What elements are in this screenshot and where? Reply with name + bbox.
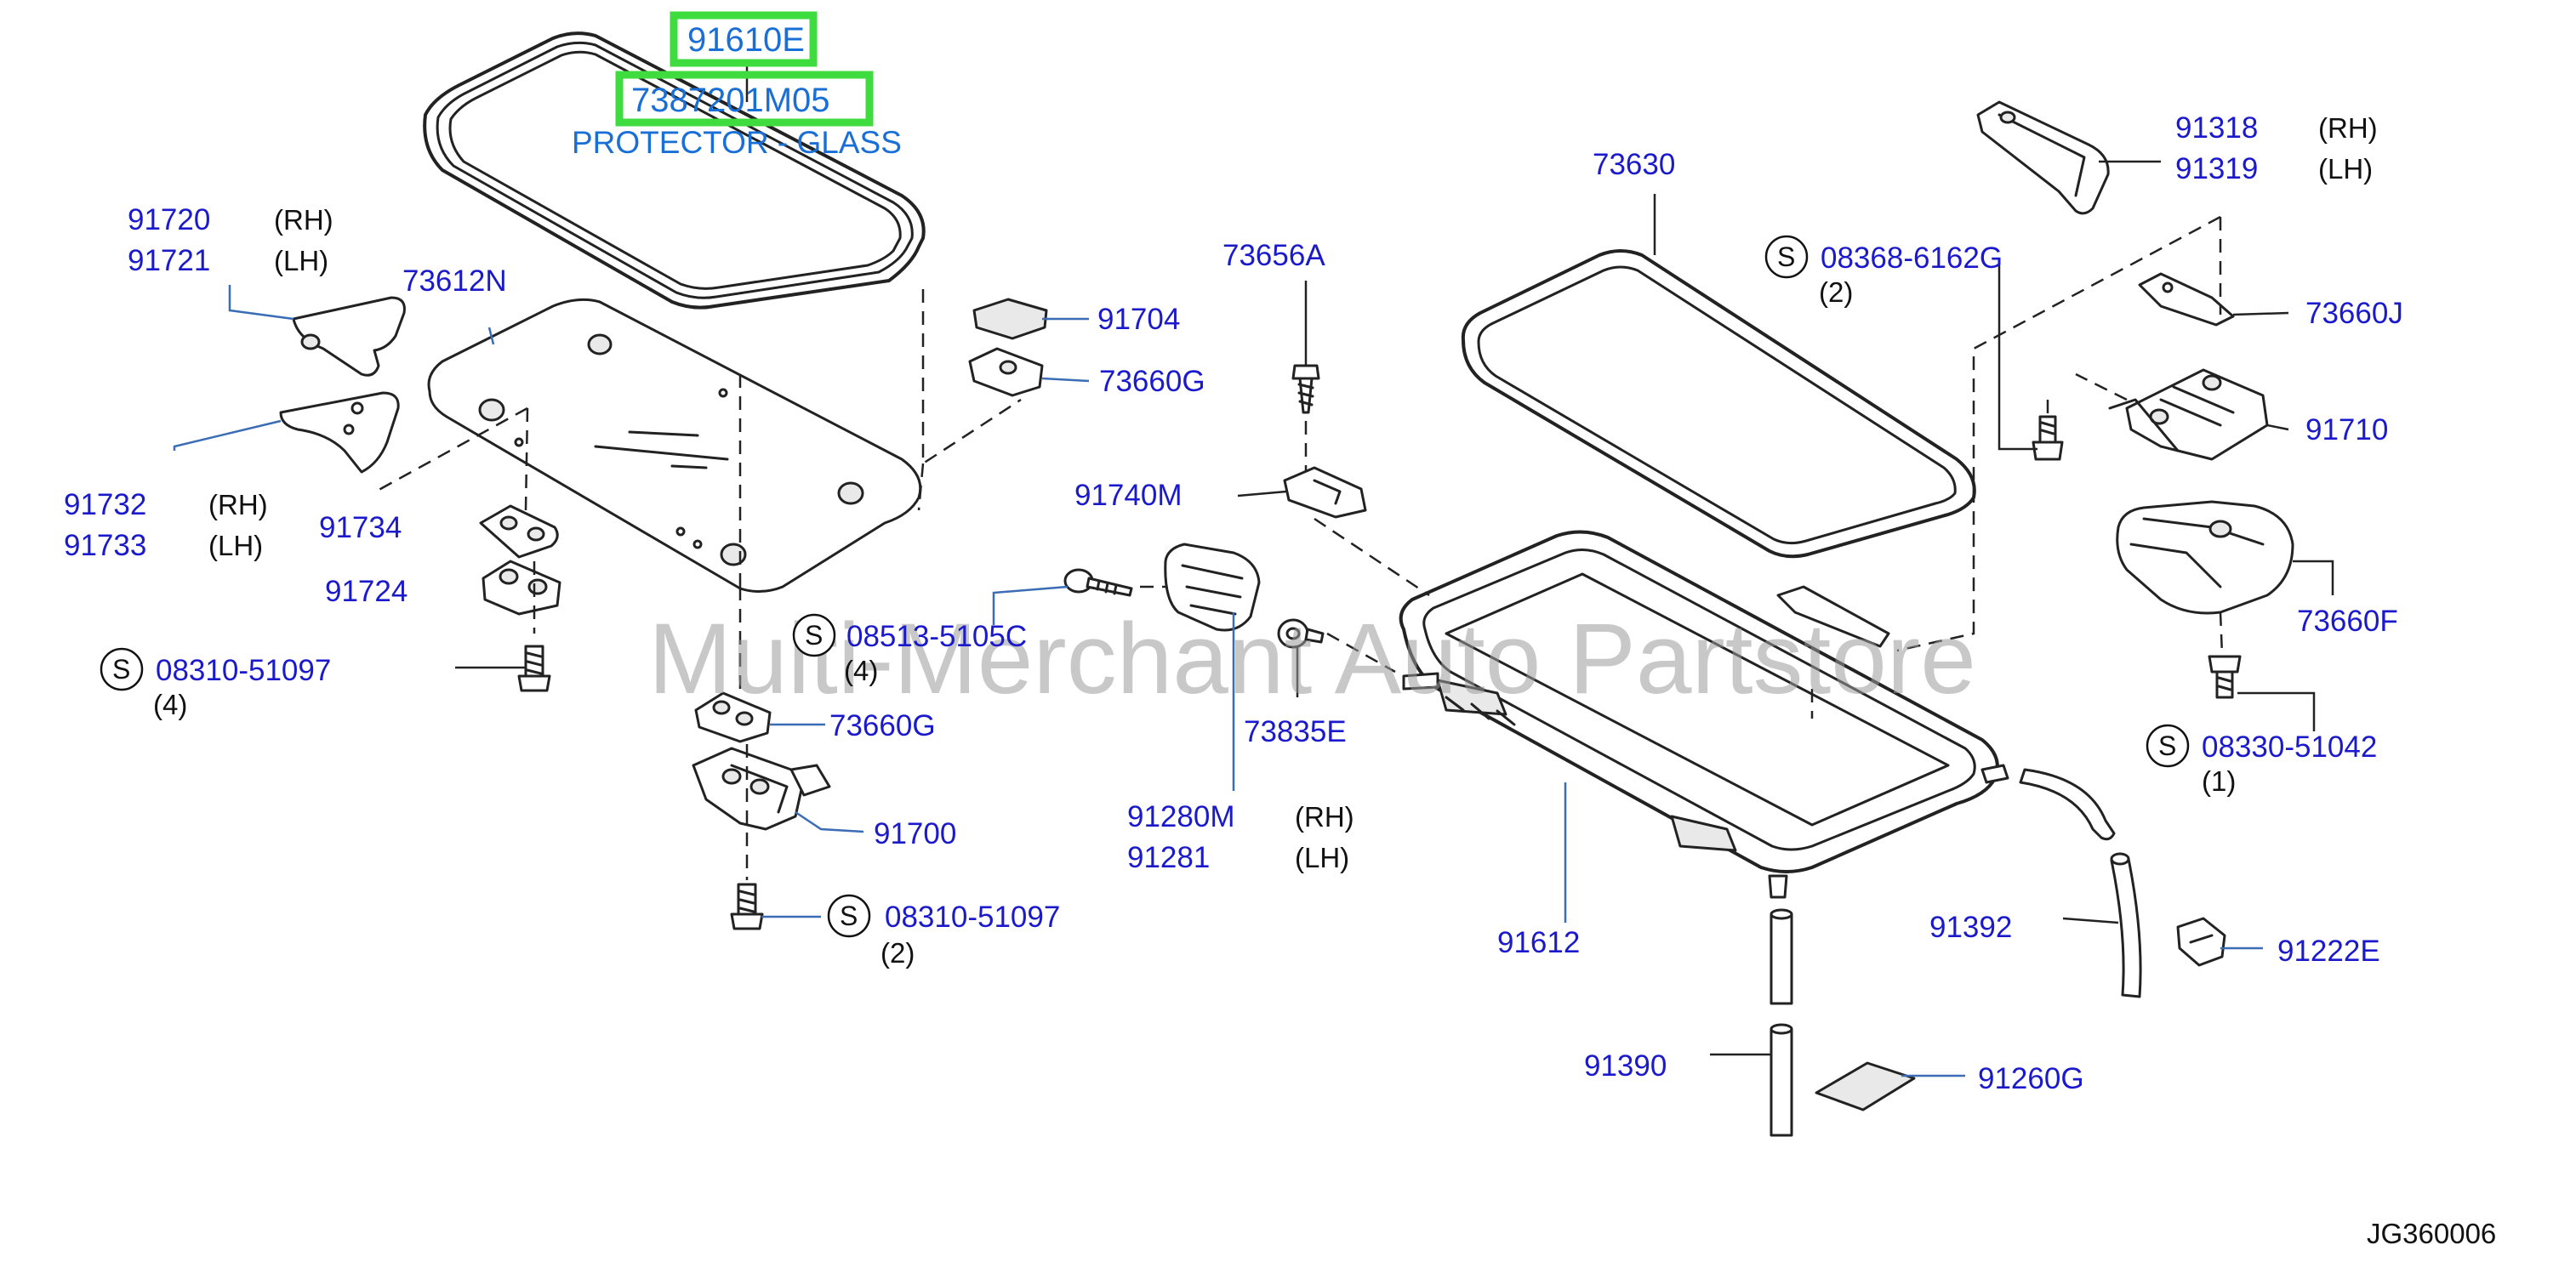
standard-part-letter: S (112, 654, 130, 685)
part-label[interactable]: 73660G (829, 709, 936, 742)
clip-73660g-upper-drawing (968, 347, 1044, 397)
part-label[interactable]: 91721 (128, 244, 210, 277)
part-label[interactable]: 08310-51097 (885, 901, 1060, 934)
part-label[interactable]: 08330-51042 (2202, 730, 2377, 764)
bracket-91720-drawing (292, 296, 406, 377)
part-number-7387201m05[interactable]: 7387201M05 (631, 82, 830, 119)
side-label: (LH) (208, 530, 263, 561)
watermark: Multi-Merchant Auto Partstore (648, 603, 1976, 715)
glass-panel-drawing (427, 298, 922, 593)
bolt-08310-lower-drawing (730, 883, 764, 930)
standard-part-letter: S (2158, 730, 2176, 761)
standard-part-marker (100, 647, 144, 691)
hinge-91280m-drawing (1164, 543, 1261, 632)
hinge-bracket-91710-drawing (2108, 368, 2269, 461)
part-label[interactable]: 91720 (128, 203, 210, 236)
assembly-lines (372, 215, 2224, 880)
diagram-code: JG360006 (2367, 1218, 2496, 1249)
part-label[interactable]: 73612N (402, 264, 507, 298)
clip-73660g-lower-drawing (694, 691, 772, 743)
part-number-91610e[interactable]: 91610E (687, 21, 805, 59)
screw-73656a-drawing (1291, 364, 1320, 414)
quantity-label: (2) (1819, 276, 1853, 308)
part-label[interactable]: 91319 (2175, 152, 2258, 185)
highlight-box-primary (670, 11, 818, 67)
standard-part-marker (792, 613, 836, 657)
part-label[interactable]: 73660J (2305, 297, 2403, 330)
housing-73660f-drawing (2116, 500, 2294, 615)
quantity-label: (1) (2202, 765, 2236, 797)
part-label[interactable]: 73835E (1244, 715, 1347, 748)
part-label[interactable]: 91704 (1097, 303, 1180, 336)
standard-part-marker (1764, 235, 1809, 279)
clip-91222e-drawing (2176, 917, 2226, 967)
part-label[interactable]: 91733 (64, 529, 146, 562)
part-label[interactable]: 91612 (1497, 926, 1580, 959)
part-label[interactable]: 91734 (319, 511, 402, 544)
part-label[interactable]: 73630 (1593, 148, 1675, 181)
part-label[interactable]: 73660G (1099, 365, 1205, 398)
part-label[interactable]: 91710 (2305, 413, 2388, 446)
standard-part-letter: S (1777, 242, 1795, 272)
side-label: (RH) (2318, 112, 2378, 144)
grommet-73835e-drawing (1277, 618, 1325, 649)
highlight-box-secondary (615, 71, 874, 127)
plate-91732-drawing (279, 391, 400, 474)
standard-part-marker (827, 894, 871, 938)
leader-lines (173, 64, 2334, 1077)
glass-protector-frame-drawing (423, 31, 926, 310)
part-label[interactable]: 08368-6162G (1821, 242, 2003, 275)
standard-part-letter: S (805, 620, 823, 651)
part-label[interactable]: 91700 (874, 817, 956, 850)
part-label[interactable]: 91392 (1929, 911, 2012, 944)
quantity-label: (2) (881, 937, 915, 969)
clip-91740m-drawing (1283, 466, 1367, 519)
sunroof-frame-91612-drawing (1399, 530, 2009, 899)
standard-part-letter: S (840, 901, 858, 931)
pad-91704-drawing (972, 298, 1048, 340)
clip-91734-drawing (479, 504, 559, 559)
part-description: PROTECTOR - GLASS (572, 125, 902, 160)
side-label: (RH) (208, 489, 268, 520)
bolt-08368-drawing (2032, 415, 2064, 461)
side-label: (RH) (1295, 801, 1354, 833)
side-label: (RH) (274, 204, 333, 236)
part-labels: 73612N 91720 (RH) 91721 (LH) 91732 (RH) … (64, 111, 2403, 1095)
part-label[interactable]: 91724 (325, 575, 407, 608)
part-label[interactable]: 91280M (1127, 800, 1234, 833)
pad-91260g-drawing (1815, 1061, 1916, 1111)
highlighted-part[interactable]: 91610E 7387201M05 PROTECTOR - GLASS (572, 11, 902, 160)
side-label: (LH) (274, 245, 328, 276)
clip-91724-drawing (482, 560, 561, 616)
bolt-08330-drawing (2208, 655, 2242, 699)
part-label[interactable]: 91281 (1127, 841, 1210, 874)
drain-tube-91390-drawing (1770, 908, 1793, 1137)
quantity-label: (4) (844, 655, 878, 686)
quantity-label: (4) (153, 689, 187, 720)
plate-73660j-drawing (2138, 272, 2235, 327)
bolt-08310-left-drawing (517, 645, 551, 692)
part-label[interactable]: 73656A (1222, 239, 1325, 272)
bolt-08513-drawing (1063, 568, 1133, 597)
drain-hose-91392-drawing (2019, 768, 2142, 998)
bracket-91318-drawing (1976, 100, 2110, 215)
part-label[interactable]: 91732 (64, 488, 146, 521)
part-label[interactable]: 91222E (2277, 935, 2380, 968)
part-label[interactable]: 91260G (1978, 1062, 2084, 1095)
part-label[interactable]: 73660F (2297, 605, 2398, 638)
part-label[interactable]: 08513-5105C (846, 620, 1027, 653)
part-label[interactable]: 91390 (1584, 1049, 1667, 1083)
side-label: (LH) (1295, 842, 1349, 873)
seal-73630-drawing (1461, 249, 1976, 559)
standard-part-marker (2146, 724, 2190, 768)
part-label[interactable]: 91740M (1074, 479, 1182, 512)
base-bracket-91700-drawing (692, 747, 831, 831)
part-label[interactable]: 08310-51097 (156, 654, 331, 687)
part-label[interactable]: 91318 (2175, 111, 2258, 145)
side-label: (LH) (2318, 153, 2373, 185)
